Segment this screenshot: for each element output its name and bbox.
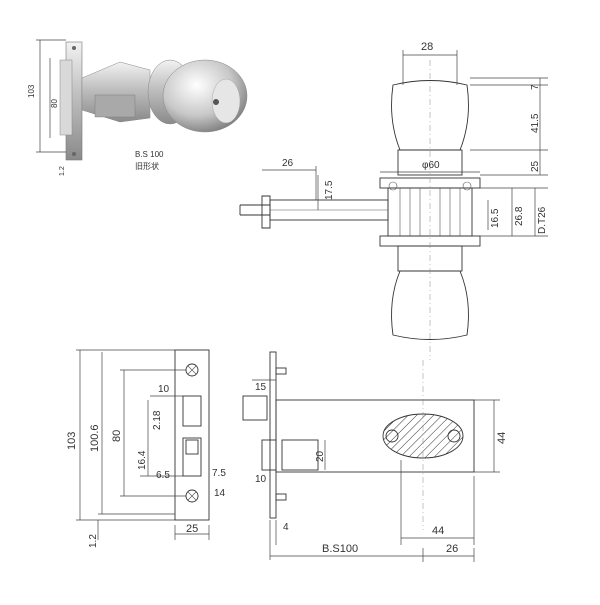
dim-16-4: 16.4 [137,450,148,470]
dim-2-18: 2.18 [152,410,163,430]
latch-plan-view: 15 20 10 4 44 44 B.S100 26 [242,351,508,562]
side-elevation-view: 28 7 41.5 25 φ60 26 17.5 16.5 26.8 D.T26 [239,41,548,360]
dim-7-5: 7.5 [212,468,226,479]
dim-door-thickness: D.T26 [537,206,548,234]
dim-rose-dia: φ60 [422,160,440,171]
dim-14: 14 [214,488,226,499]
dim-4: 4 [283,522,289,533]
dim-26: 26 [446,543,458,555]
photo-dim-height: 103 [27,84,36,98]
dim-7: 7 [530,84,541,90]
dim-1-2: 1.2 [88,534,99,548]
dim-6-5: 6.5 [156,470,170,481]
dim-faceplate-100-6: 100.6 [89,424,101,452]
photo-caption-model: B.S 100 [135,150,164,159]
dim-backset-26: 26 [282,158,294,169]
dim-17-5: 17.5 [324,180,335,200]
dim-26-8: 26.8 [514,206,525,226]
product-photo: 103 80 1.2 B.S 100 旧形状 [27,39,248,176]
photo-dim-bottom: 1.2 [59,166,66,176]
dim-10: 10 [255,474,267,485]
dim-44-horizontal: 44 [432,525,444,537]
faceplate-front-view: 103 100.6 80 1.2 10 16.4 2.18 6.5 7.5 14… [66,349,226,548]
photo-caption-note: 旧形状 [135,161,159,171]
dim-16-5: 16.5 [490,208,501,228]
dim-20: 20 [315,450,326,462]
dim-faceplate-width: 25 [186,523,198,535]
photo-dim-inner: 80 [50,99,59,108]
dim-44-vertical: 44 [496,432,508,444]
dim-latch-10: 10 [158,384,170,395]
dim-15: 15 [255,382,267,393]
dim-faceplate-103: 103 [66,432,78,450]
dim-25: 25 [530,160,541,172]
dim-backset: B.S100 [322,543,358,555]
dim-faceplate-80: 80 [111,430,123,442]
dim-41-5: 41.5 [530,113,541,133]
dim-knob-width: 28 [421,41,433,53]
